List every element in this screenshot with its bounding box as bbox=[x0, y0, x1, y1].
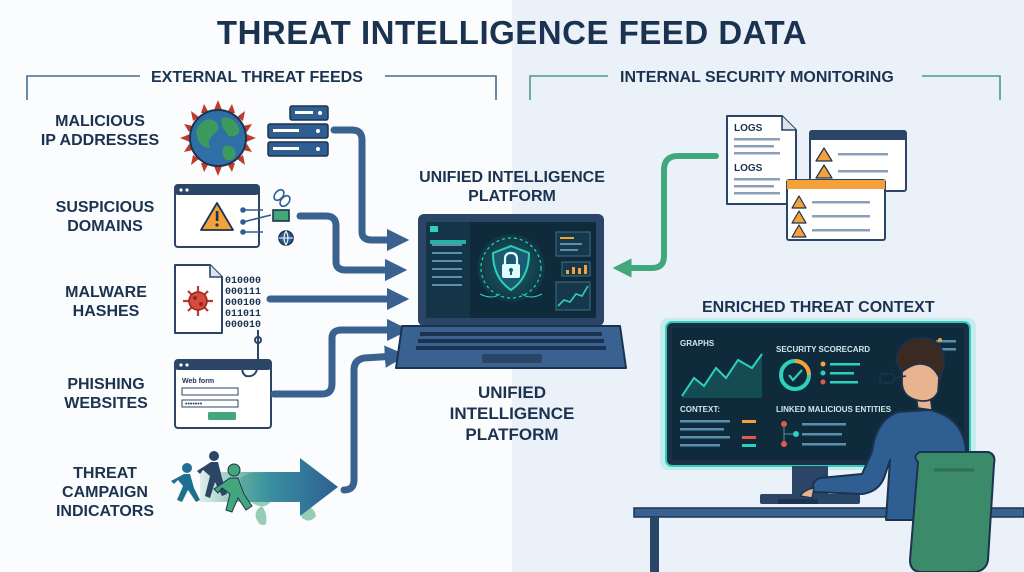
hash-line: 010000 bbox=[225, 276, 261, 287]
laptop bbox=[395, 214, 627, 369]
warning-icon bbox=[815, 147, 833, 179]
chair bbox=[909, 451, 996, 572]
enriched-title: ENRICHED THREAT CONTEXT bbox=[702, 299, 935, 316]
runners-icon bbox=[171, 451, 253, 513]
padlock-shield-icon bbox=[502, 251, 520, 278]
log-document-1: LOGS LOGS bbox=[726, 115, 797, 205]
feed-arrows bbox=[266, 126, 410, 494]
linked-entities-label: LINKED MALICIOUS ENTITIES bbox=[776, 405, 892, 414]
internal-section-title: INTERNAL SECURITY MONITORING bbox=[620, 69, 894, 86]
graphs-label: GRAPHS bbox=[680, 339, 715, 348]
svg-text:•••••••: ••••••• bbox=[185, 401, 203, 408]
globe-icon bbox=[180, 100, 256, 176]
alert-window-1 bbox=[809, 130, 907, 192]
hash-line: 011011 bbox=[225, 309, 261, 320]
internal-arrow bbox=[612, 153, 719, 278]
link-icon bbox=[240, 188, 294, 246]
web-form-title: Web form bbox=[182, 378, 214, 385]
server-icon bbox=[267, 105, 329, 157]
warning-icon bbox=[200, 202, 234, 231]
external-section-title: EXTERNAL THREAT FEEDS bbox=[151, 69, 363, 86]
external-bracket bbox=[26, 75, 497, 100]
scorecard-label: SECURITY SCORECARD bbox=[776, 345, 870, 354]
warning-icon bbox=[791, 195, 807, 238]
desk bbox=[633, 507, 1024, 518]
page-title: THREAT INTELLIGENCE FEED DATA bbox=[216, 14, 808, 51]
hash-line: 000100 bbox=[225, 298, 261, 309]
alert-window-2 bbox=[786, 179, 886, 241]
context-label: CONTEXT: bbox=[680, 405, 720, 414]
internal-bracket bbox=[529, 75, 1001, 100]
logs-label-2: LOGS bbox=[734, 163, 763, 174]
hash-line: 000010 bbox=[225, 320, 261, 331]
hash-list: 010000 000111 000100 011011 000010 bbox=[225, 276, 261, 331]
malware-icon bbox=[183, 286, 213, 316]
fishing-hook-icon bbox=[241, 330, 262, 378]
logs-label-1: LOGS bbox=[734, 123, 763, 134]
hash-line: 000111 bbox=[225, 287, 261, 298]
